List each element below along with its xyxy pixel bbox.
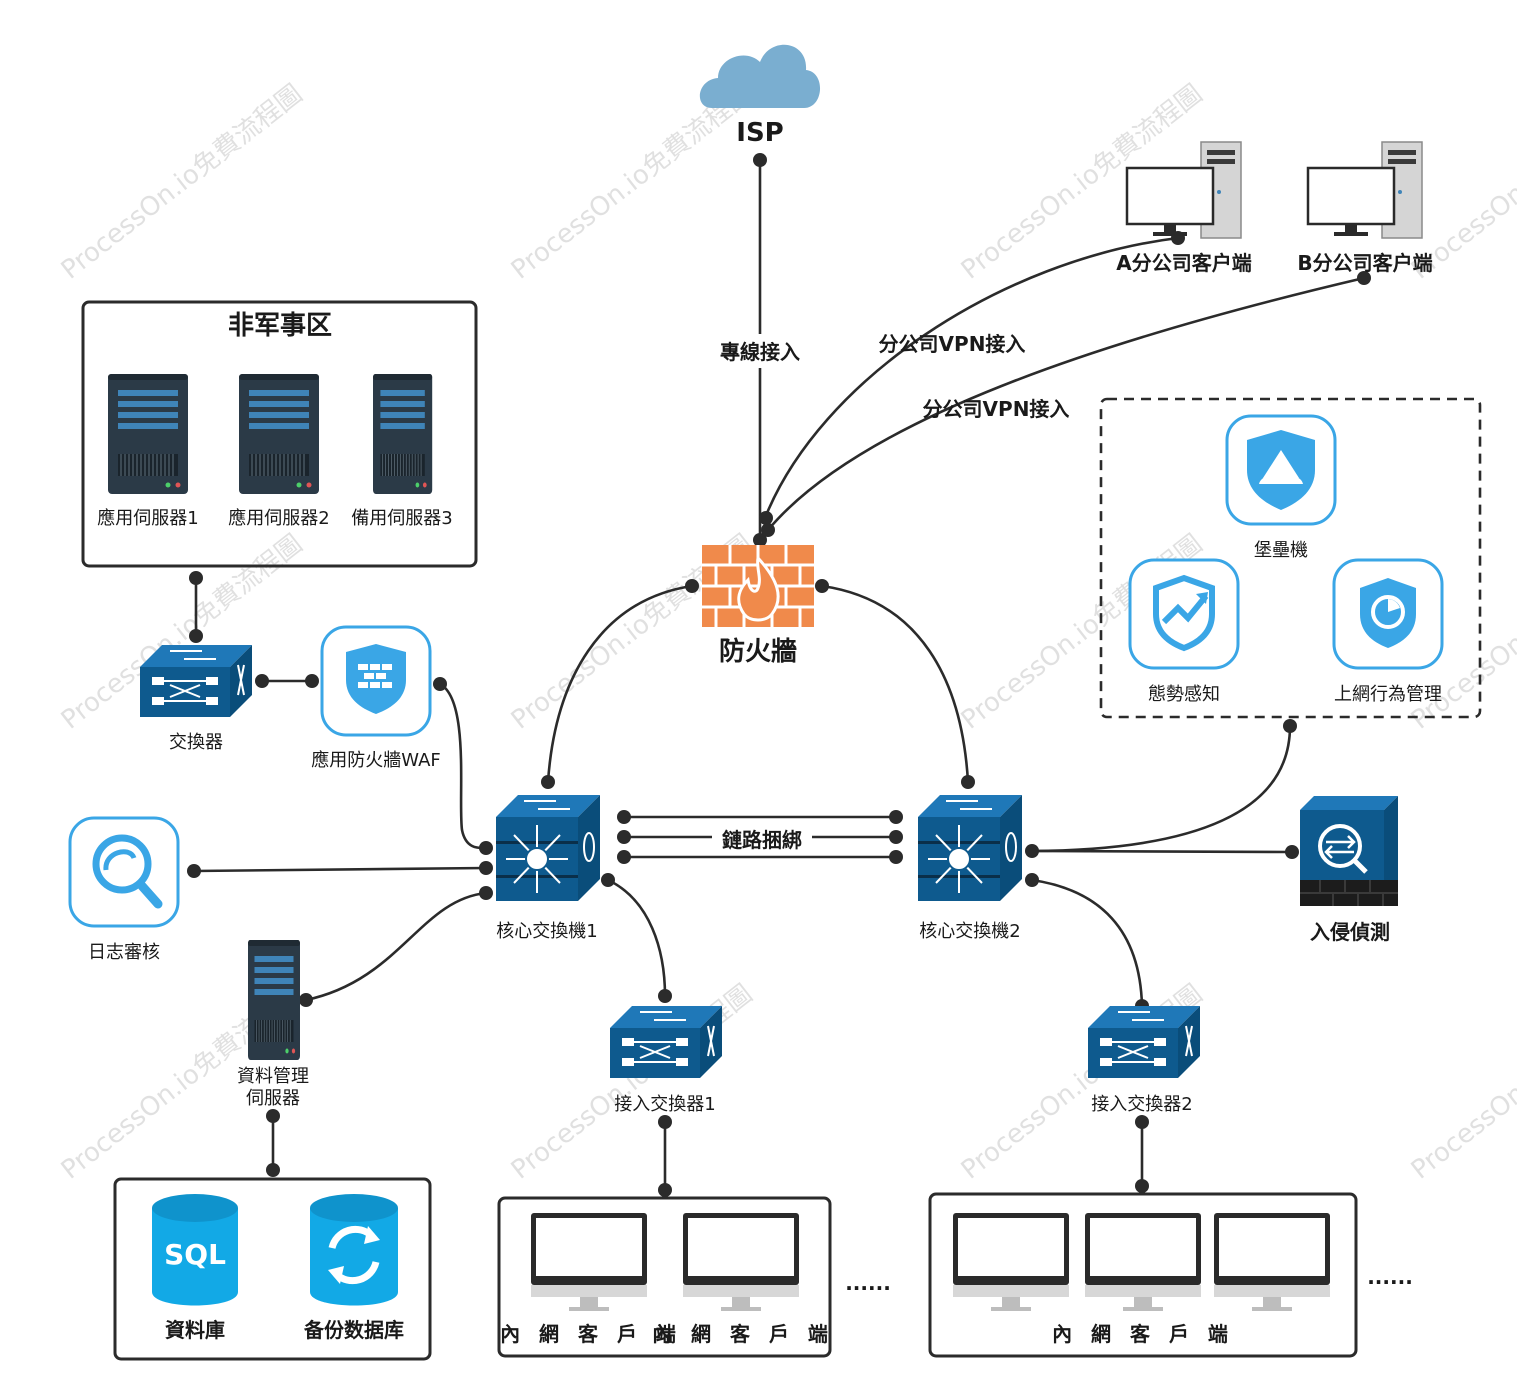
client-b-pc-icon [1306, 140, 1424, 240]
log-audit-icon [68, 816, 180, 928]
app-server-1-icon [107, 373, 189, 495]
lan-client-3c-monitor-icon [1214, 1213, 1330, 1311]
vpn-link-a-label: 分公司VPN接入 [879, 332, 1026, 356]
link-firewall-core2 [821, 584, 970, 783]
ids-icon [1300, 796, 1398, 906]
firewall-label: 防火牆 [719, 637, 797, 667]
link-dataserver-core1 [305, 891, 487, 1002]
link-vpn-a [763, 236, 1179, 519]
link-log-core1 [193, 866, 487, 873]
data-server-label-2: 伺服器 [246, 1088, 300, 1109]
backup-server-3-icon [372, 373, 433, 495]
access-switch-1-label: 接入交換器1 [614, 1094, 715, 1115]
backup-server-3-label: 備用伺服器3 [351, 508, 452, 529]
lan-client-2-label: 內 網 客 戶 端 [652, 1322, 834, 1346]
lan-client-3-label: 內 網 客 戶 端 [1052, 1322, 1234, 1346]
sql-database-icon: SQL [152, 1194, 238, 1306]
lan-client-1-monitor-icon [531, 1213, 647, 1311]
watermark: ProcessOn.io免費流程圖 [56, 79, 308, 285]
switch-icon [139, 644, 253, 718]
waf-icon [320, 625, 432, 737]
situation-awareness-icon [1128, 558, 1240, 670]
data-server-icon [247, 939, 301, 1061]
ellipsis-1: ...... [845, 1271, 891, 1295]
waf-label: 應用防火牆WAF [311, 749, 440, 771]
connections [187, 153, 1371, 1197]
app-server-2-label: 應用伺服器2 [228, 507, 329, 529]
behavior-management-label: 上網行為管理 [1334, 684, 1442, 705]
core-switch-1-label: 核心交換機1 [496, 921, 597, 942]
dmz-zone [81, 300, 478, 568]
core-switch-2-label: 核心交換機2 [919, 921, 1020, 942]
bastion-icon [1225, 414, 1337, 526]
core-switch-2-icon [917, 794, 1023, 902]
bastion-label: 堡壘機 [1254, 540, 1308, 561]
backup-database-label: 备份数据库 [303, 1318, 404, 1342]
link-firewall-core1 [546, 584, 693, 783]
lan-client-3a-monitor-icon [953, 1213, 1069, 1311]
lan-client-2-monitor-icon [683, 1213, 799, 1311]
lan-zone-2 [928, 1192, 1358, 1358]
log-audit-label: 日志審核 [88, 942, 160, 963]
ellipsis-2: ...... [1367, 1265, 1413, 1289]
access-switch-2-icon [1087, 1005, 1201, 1079]
dmz-title: 非军事区 [228, 311, 332, 341]
access-switch-1-icon [609, 1005, 723, 1079]
behavior-management-icon [1332, 558, 1444, 670]
database-label: 資料庫 [165, 1318, 225, 1342]
lan-zone-1 [497, 1196, 832, 1358]
situation-awareness-label: 態勢感知 [1148, 684, 1220, 705]
isp-cloud-icon [699, 44, 821, 108]
watermark: ProcessOn.io免費流程圖 [506, 79, 758, 285]
lan-client-3b-monitor-icon [1085, 1213, 1201, 1311]
link-bonding-label: 鏈路捆綁 [722, 828, 802, 852]
access-switch-2-label: 接入交換器2 [1091, 1094, 1192, 1115]
core-switch-1-icon [495, 794, 601, 902]
app-server-2-icon [238, 373, 320, 495]
client-a-pc-icon [1125, 140, 1243, 240]
link-core2-access2 [1031, 878, 1144, 1007]
vpn-link-b-label: 分公司VPN接入 [923, 397, 1070, 421]
link-waf-core1 [439, 682, 487, 850]
firewall-icon [702, 545, 814, 627]
database-zone [113, 1177, 432, 1361]
watermark: ProcessOn.io免費流程圖 [1406, 979, 1517, 1185]
ids-label: 入侵偵測 [1310, 920, 1390, 944]
switch-label: 交換器 [169, 732, 223, 753]
sql-text: SQL [164, 1238, 226, 1271]
link-core2-ids [1031, 849, 1293, 854]
link-core1-access1 [607, 878, 667, 997]
client-a-label: A分公司客户端 [1116, 251, 1251, 275]
security-zone [1099, 397, 1482, 719]
app-server-1-label: 應用伺服器1 [97, 507, 198, 529]
lan-client-1-label: 內 網 客 戶 端 [500, 1322, 682, 1346]
dedicated-line-label: 專線接入 [720, 340, 800, 364]
client-b-label: B分公司客户端 [1297, 251, 1432, 275]
link-vpn-b [767, 276, 1365, 531]
link-core2-security [1031, 725, 1292, 853]
backup-database-icon [310, 1194, 398, 1306]
data-server-label-1: 資料管理 [237, 1066, 309, 1087]
isp-label: ISP [736, 118, 783, 148]
